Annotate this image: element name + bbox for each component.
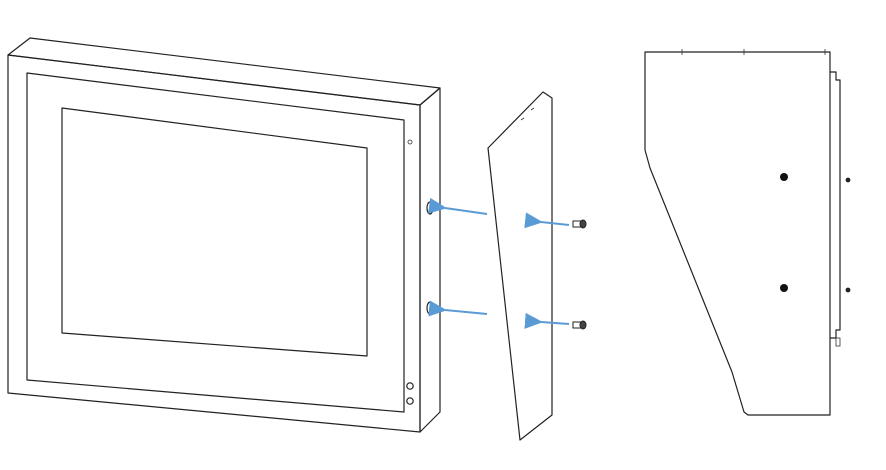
arrow-left-icon bbox=[428, 300, 488, 317]
indicator-light-icon bbox=[407, 139, 413, 145]
mounting-hole-icon bbox=[780, 284, 788, 292]
plate-hole-icon bbox=[531, 220, 535, 224]
bracket-plate-outline bbox=[487, 91, 553, 441]
monitor-side-profile bbox=[829, 71, 841, 339]
mounting-hole-icon bbox=[780, 173, 788, 181]
side-view bbox=[644, 49, 851, 416]
mounting-hole-icon bbox=[426, 201, 434, 215]
monitor-screen bbox=[61, 107, 368, 357]
arrow-left-icon bbox=[524, 312, 570, 329]
arrow-left-icon bbox=[428, 197, 488, 215]
side-view-outline bbox=[644, 51, 831, 416]
mounting-hole-icon bbox=[426, 301, 434, 315]
screw-icon bbox=[572, 320, 587, 330]
plate-hole-icon bbox=[531, 320, 535, 324]
front-button-icon bbox=[406, 382, 414, 390]
front-button-icon bbox=[406, 397, 414, 405]
bracket-plate bbox=[487, 91, 553, 441]
screw-icon bbox=[572, 219, 587, 229]
arrow-left-icon bbox=[524, 212, 570, 229]
monitor-front-frame bbox=[7, 54, 421, 433]
monitor-top-face bbox=[7, 37, 441, 106]
monitor-bezel bbox=[26, 72, 405, 413]
monitor-front-view bbox=[7, 37, 441, 433]
monitor-side-face bbox=[419, 87, 441, 433]
assembly-arrows bbox=[428, 197, 570, 329]
